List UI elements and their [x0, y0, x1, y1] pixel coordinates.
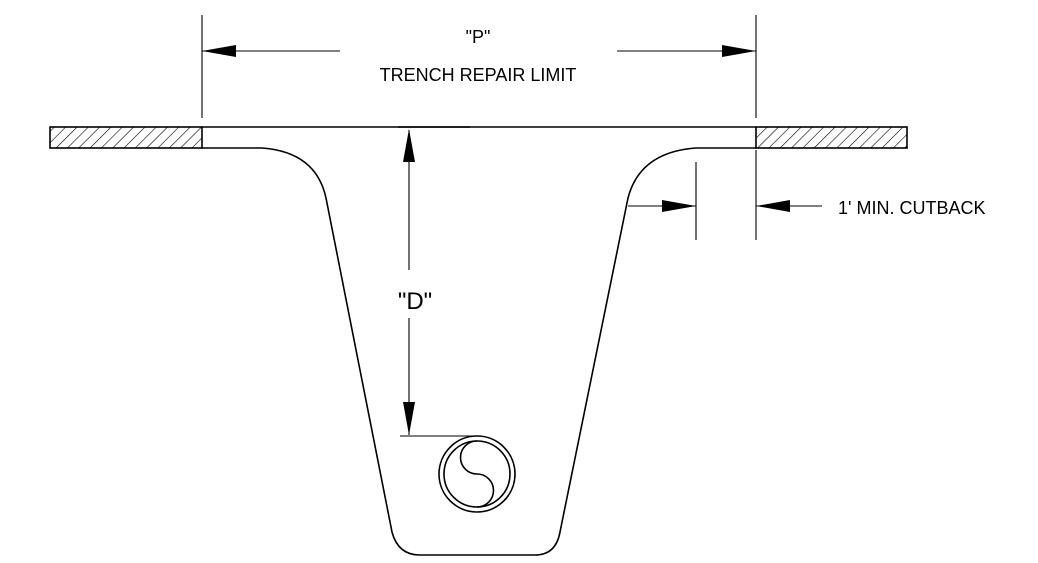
cutback-label: 1' MIN. CUTBACK — [838, 198, 985, 218]
d-dimension — [400, 129, 478, 437]
existing-pavement-right — [755, 126, 908, 149]
trench-repair-limit-label: TRENCH REPAIR LIMIT — [380, 65, 577, 85]
existing-pavement-left — [49, 126, 203, 149]
p-dimension — [201, 15, 757, 118]
pipe-icon — [438, 435, 516, 513]
p-label: "P" — [466, 27, 491, 47]
d-label: "D" — [398, 288, 432, 315]
trench-outline — [202, 147, 756, 556]
cutback-dimension — [628, 150, 822, 240]
